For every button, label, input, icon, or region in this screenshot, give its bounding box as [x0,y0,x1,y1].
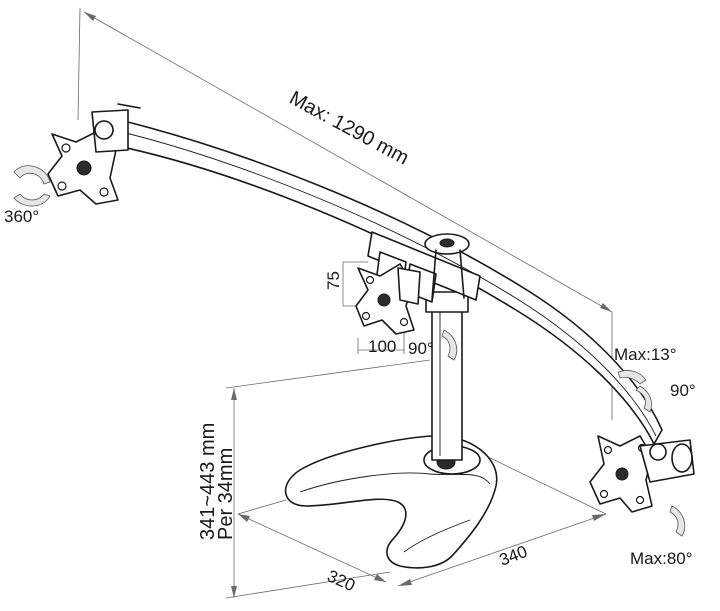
vesa-plate-icon [589,435,695,513]
vesa-height-label: 75 [324,271,343,290]
base-icon [284,435,498,569]
tilt-down-label: Max:80° [630,549,693,568]
pole-icon [425,291,469,461]
vesa-plate-icon [47,103,141,205]
rotation-arrow-icon [13,165,686,537]
height-range-label: 341~443 mm [197,423,219,540]
vesa-plate-icon [355,263,421,335]
tilt-up-label: Max:13° [614,345,677,364]
dimension-lines [77,7,613,599]
base-depth-label: 320 [324,566,358,595]
vesa-width-label: 100 [368,337,396,356]
height-step-label: Per 34mm [215,448,237,540]
swivel-center-label: 90° [408,339,434,358]
max-span-label: Max: 1290 mm [286,87,413,169]
rotation-label: 360° [4,207,39,226]
swivel-side-label: 90° [670,381,696,400]
base-width-label: 340 [497,542,530,570]
